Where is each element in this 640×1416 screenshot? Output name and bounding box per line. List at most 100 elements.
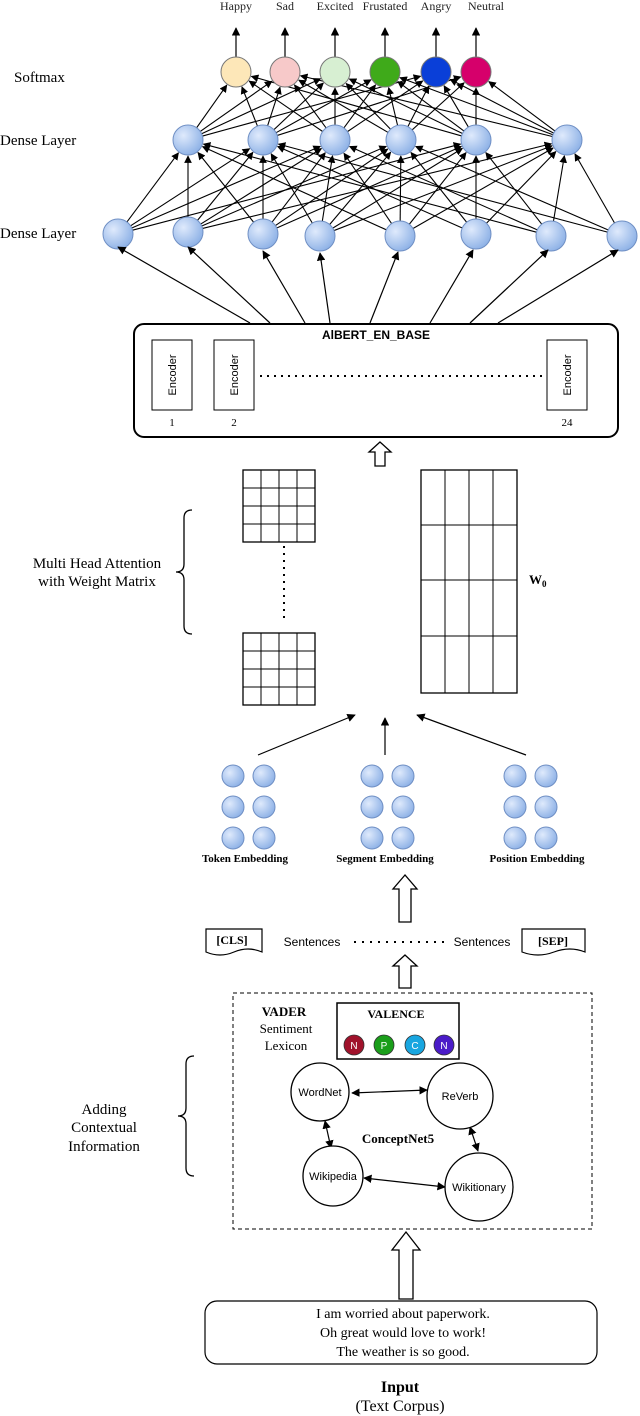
conceptnet-title: ConceptNet5 — [362, 1131, 435, 1146]
embedding-node — [221, 826, 245, 850]
valence-circle — [433, 1034, 455, 1056]
connection-arrow — [132, 142, 462, 231]
connection-arrow — [200, 148, 323, 225]
embedding-node — [221, 795, 245, 819]
network-connections — [126, 73, 616, 233]
dense-node — [551, 124, 583, 156]
embedding-node — [503, 795, 527, 819]
valence-circle — [373, 1034, 395, 1056]
sentences-left-label: Sentences — [284, 935, 341, 949]
softmax-node — [269, 56, 301, 88]
attention-head-grid-bottom — [242, 632, 316, 706]
connection-arrow — [348, 78, 463, 134]
dense-layer-upper-nodes — [172, 124, 583, 156]
dense-node — [535, 220, 567, 252]
wiktionary-node — [444, 1152, 514, 1222]
cls-token-label: [CLS] — [216, 933, 247, 947]
connection-arrow — [488, 81, 556, 132]
softmax-node — [420, 56, 452, 88]
connection-arrow — [345, 82, 391, 130]
wikipedia-node — [302, 1145, 364, 1207]
cls-token-box — [205, 928, 263, 956]
position-embedding-label: Position Embedding — [489, 853, 585, 865]
connection-arrow — [126, 152, 179, 223]
input-subtitle: (Text Corpus) — [355, 1398, 444, 1415]
hollow-up-arrow-to-albert — [367, 441, 393, 467]
connection-arrow — [412, 147, 554, 230]
encoder-2-block — [213, 339, 255, 411]
connection-arrow — [485, 152, 543, 225]
connection-arrow — [277, 142, 608, 233]
connection-arrow — [399, 76, 554, 136]
emotion-label-angry: Angry — [421, 0, 452, 13]
vader-line3: Lexicon — [265, 1038, 308, 1053]
dense-node — [385, 124, 417, 156]
dense-node — [319, 124, 351, 156]
connection-arrow — [411, 82, 465, 131]
emotion-label-frustated: Frustated — [363, 0, 408, 13]
wiktionary-label: Wikitionary — [452, 1182, 506, 1194]
output-arrows — [231, 27, 481, 57]
connection-arrow — [443, 85, 469, 128]
valence-letter: P — [381, 1041, 388, 1052]
dense-node — [172, 124, 204, 156]
hollow-up-arrow-to-embeddings — [391, 874, 419, 923]
embedding-node — [534, 764, 558, 788]
connection-arrow — [396, 155, 405, 222]
emotion-label-excited: Excited — [317, 0, 354, 13]
encoder-1-label: Encoder — [167, 354, 179, 395]
connection-arrow — [486, 150, 557, 224]
connection-arrow — [294, 84, 327, 129]
connection-arrow — [343, 152, 393, 224]
embedding-node — [534, 795, 558, 819]
vader-line2: Sentiment — [260, 1021, 313, 1036]
hollow-up-arrow-to-sentences — [391, 954, 419, 989]
connection-arrow — [552, 155, 568, 222]
softmax-node — [460, 56, 492, 88]
connection-arrow — [130, 148, 251, 227]
connection-arrow — [276, 145, 463, 229]
connection-arrow — [298, 79, 389, 133]
embedding-node — [252, 826, 276, 850]
sep-token-box — [521, 928, 586, 956]
connection-arrow — [199, 80, 273, 132]
emotion-label-neutral: Neutral — [468, 0, 505, 13]
dense-node — [304, 220, 336, 252]
connection-arrow — [248, 80, 323, 132]
connection-arrow — [196, 84, 228, 129]
connection-arrow — [201, 145, 388, 227]
softmax-node — [220, 56, 252, 88]
dense-layer-lower-label: Dense Layer — [0, 226, 76, 242]
sentences-right-label: Sentences — [454, 935, 511, 949]
albert-block: AlBERT_EN_BASE Encoder Encoder Encoder 1… — [133, 323, 619, 438]
connection-arrow — [277, 75, 462, 136]
attention-brace — [175, 509, 193, 635]
connection-arrow — [347, 80, 424, 133]
valence-title: VALENCE — [367, 1007, 424, 1021]
input-corpus-box — [204, 1300, 598, 1365]
embedding-node — [360, 795, 384, 819]
valence-circle — [404, 1034, 426, 1056]
connection-arrow — [386, 86, 399, 126]
emotion-label-sad: Sad — [276, 0, 294, 13]
encoder-1-block — [151, 339, 193, 411]
connection-arrow — [202, 141, 553, 229]
valence-letter: C — [411, 1041, 418, 1052]
attention-label-line1: Multi Head Attention — [33, 556, 162, 572]
connection-arrow — [449, 78, 554, 134]
connection-arrow — [240, 86, 258, 127]
input-line-2: Oh great would love to work! — [320, 1326, 486, 1341]
connection-arrow — [197, 151, 255, 223]
embedding-node — [252, 795, 276, 819]
sep-token-label: [SEP] — [538, 934, 568, 948]
input-line-1: I am worried about paperwork. — [316, 1307, 490, 1322]
connection-arrow — [267, 86, 282, 126]
connection-arrow — [271, 152, 326, 223]
albert-title: AlBERT_EN_BASE — [322, 328, 430, 342]
dense-node — [172, 216, 204, 248]
dense-node — [460, 218, 492, 250]
context-box — [232, 992, 593, 1230]
connection-arrow — [343, 84, 376, 129]
dense-node — [247, 218, 279, 250]
connection-arrow — [275, 148, 389, 227]
